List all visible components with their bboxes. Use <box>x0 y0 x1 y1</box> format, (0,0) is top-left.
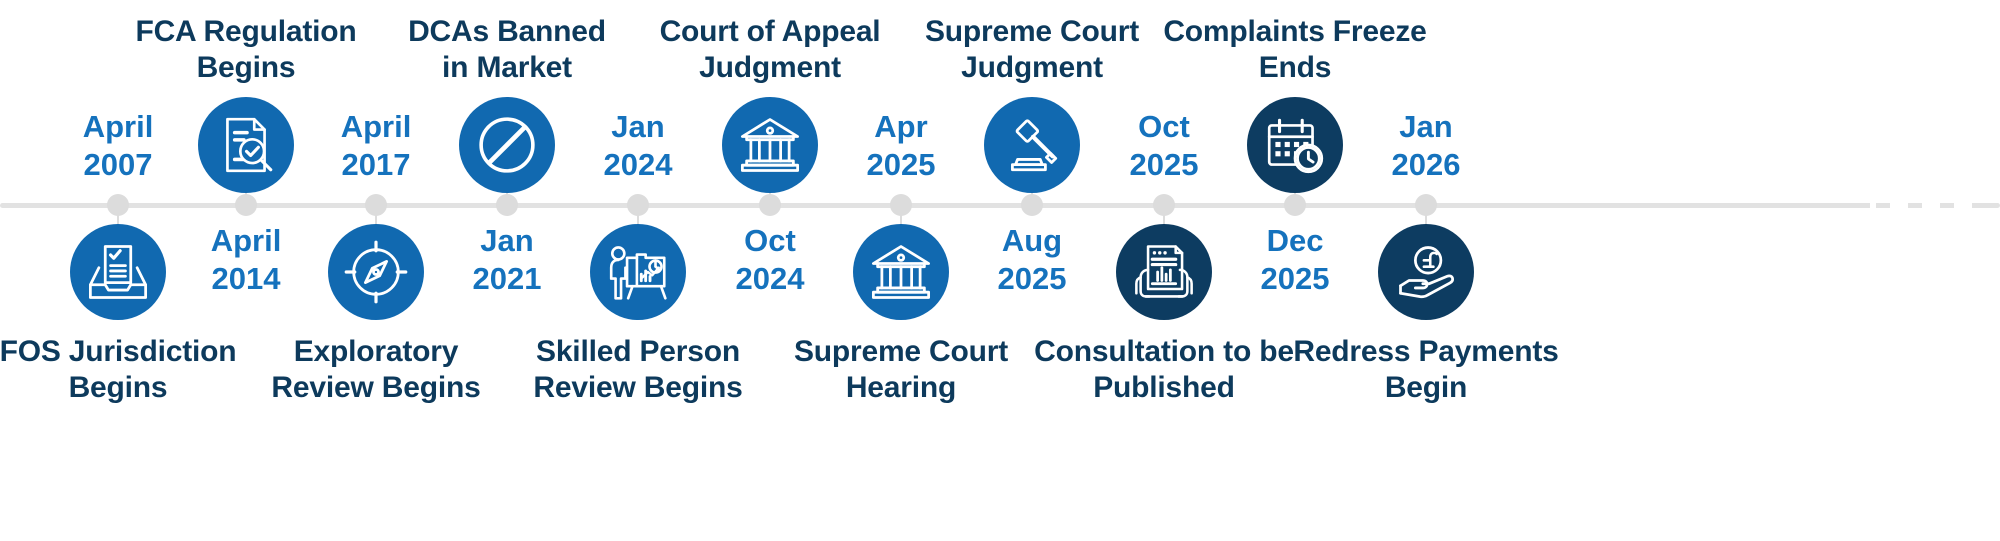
date-label-date-jan-2024: Jan 2024 <box>603 109 673 182</box>
date-label-date-oct-2025: Oct 2025 <box>1129 109 1199 182</box>
event-icon-circle-supreme-court-judgment[interactable] <box>984 97 1080 193</box>
axis-dashed-right <box>1870 203 1982 208</box>
date-label-date-jan-2021: Jan 2021 <box>472 223 542 296</box>
event-title-consultation-published: Consultation to be Published <box>1034 335 1294 404</box>
event-icon-circle-consultation-published[interactable] <box>1116 224 1212 320</box>
event-icon-circle-fca-regulation-begins[interactable] <box>198 97 294 193</box>
document-search-icon <box>213 112 279 178</box>
timeline-stem-down <box>637 205 639 241</box>
date-label-date-apr-2025: Apr 2025 <box>866 109 936 182</box>
courthouse-icon <box>736 111 804 179</box>
timeline-stem-down <box>1425 205 1427 241</box>
event-icon-circle-complaints-freeze-ends[interactable] <box>1247 97 1343 193</box>
date-label-date-april-2017: April 2017 <box>340 109 412 182</box>
event-title-skilled-person-review: Skilled Person Review Begins <box>533 335 743 404</box>
event-icon-circle-supreme-court-hearing[interactable] <box>853 224 949 320</box>
event-icon-circle-redress-payments-begin[interactable] <box>1378 224 1474 320</box>
event-title-supreme-court-judgment: Supreme Court Judgment <box>924 15 1140 84</box>
date-label-date-oct-2024: Oct 2024 <box>735 223 805 296</box>
event-title-court-of-appeal: Court of Appeal Judgment <box>659 15 881 84</box>
event-icon-circle-fos-jurisdiction-begins[interactable] <box>70 224 166 320</box>
event-icon-circle-dcas-banned[interactable] <box>459 97 555 193</box>
prohibition-icon <box>471 109 543 181</box>
date-label-date-jan-2026: Jan 2026 <box>1391 109 1461 182</box>
event-title-dcas-banned: DCAs Banned in Market <box>408 15 606 84</box>
timeline-stem-down <box>117 205 119 241</box>
event-icon-circle-skilled-person-review[interactable] <box>590 224 686 320</box>
event-title-fca-regulation-begins: FCA Regulation Begins <box>135 15 357 84</box>
timeline-stem-down <box>1163 205 1165 241</box>
date-label-date-april-2014: April 2014 <box>210 223 282 296</box>
timeline-axis <box>0 203 2000 208</box>
event-title-redress-payments-begin: Redress Payments Begin <box>1293 335 1559 404</box>
event-icon-circle-exploratory-review[interactable] <box>328 224 424 320</box>
hands-document-icon <box>1130 238 1198 306</box>
event-title-exploratory-review: Exploratory Review Begins <box>271 335 481 404</box>
hand-pound-coin-icon <box>1392 238 1460 306</box>
event-title-supreme-court-hearing: Supreme Court Hearing <box>793 335 1009 404</box>
calendar-clock-icon <box>1262 112 1328 178</box>
event-title-fos-jurisdiction-begins: FOS Jurisdiction Begins <box>0 335 237 404</box>
date-label-date-aug-2025: Aug 2025 <box>997 223 1067 296</box>
timeline-stem-down <box>900 205 902 241</box>
date-label-date-april-2007: April 2007 <box>82 109 154 182</box>
event-icon-circle-court-of-appeal[interactable] <box>722 97 818 193</box>
courthouse-icon <box>867 238 935 306</box>
date-label-date-dec-2025: Dec 2025 <box>1260 223 1330 296</box>
compass-icon <box>342 238 410 306</box>
presenter-chart-icon <box>603 237 673 307</box>
inbox-checklist-icon <box>84 238 152 306</box>
timeline-stem-down <box>375 205 377 241</box>
event-title-complaints-freeze-ends: Complaints Freeze Ends <box>1163 15 1427 84</box>
gavel-icon <box>999 112 1065 178</box>
